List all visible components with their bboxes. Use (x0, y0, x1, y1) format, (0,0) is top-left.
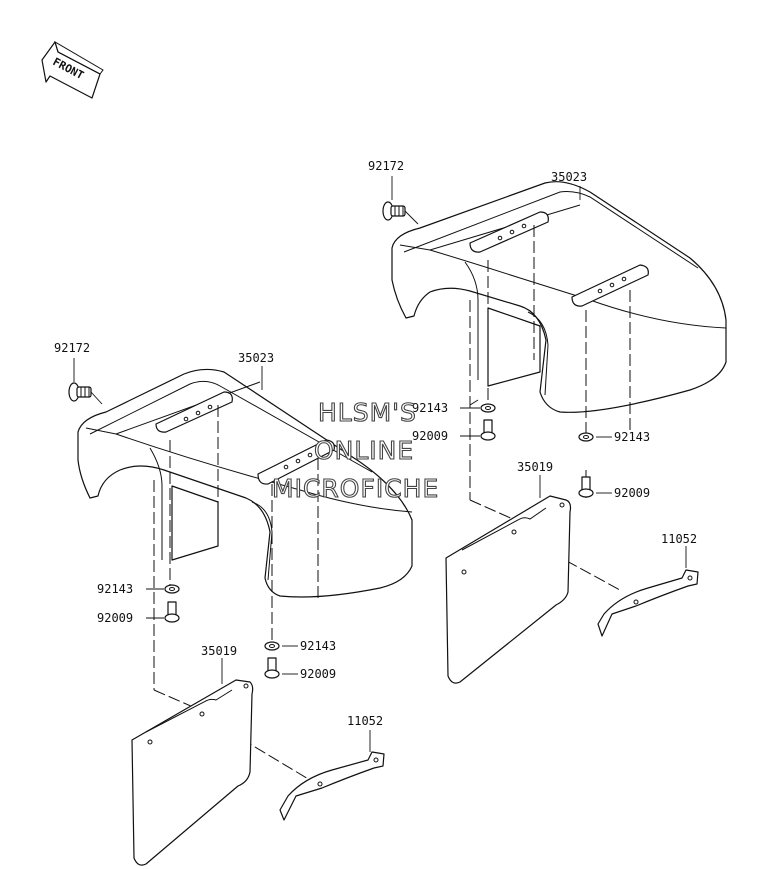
watermark-line-1: HLSM'S (318, 398, 417, 427)
label-left-bolt: 92172 (54, 341, 90, 355)
label-right-washer-upper: 92143 (412, 401, 448, 415)
right-screw-92009-upper[interactable] (480, 419, 496, 441)
label-right-mud-flap: 35019 (517, 460, 553, 474)
label-left-screw-upper: 92009 (97, 611, 133, 625)
label-left-washer-upper: 92143 (97, 582, 133, 596)
right-washer-92143-upper[interactable] (480, 403, 496, 413)
watermark-line-2: ONLINE (314, 436, 414, 465)
watermark-line-3: MICROFICHE (272, 474, 439, 503)
label-left-washer-lower: 92143 (300, 639, 336, 653)
left-fender-assembly (68, 358, 413, 866)
left-washer-92143-upper[interactable] (164, 584, 180, 594)
left-fender[interactable] (77, 368, 413, 598)
left-bolt-92172[interactable] (68, 382, 103, 405)
right-washer-92143-lower[interactable] (578, 432, 594, 442)
label-left-mud-flap: 35019 (201, 644, 237, 658)
label-right-screw-upper: 92009 (412, 429, 448, 443)
label-right-screw-lower: 92009 (614, 486, 650, 500)
right-bracket[interactable] (597, 569, 699, 637)
left-bracket[interactable] (279, 751, 385, 821)
left-screw-92009-upper[interactable] (164, 601, 180, 623)
right-fender-assembly (382, 176, 727, 684)
right-mud-flap[interactable] (445, 495, 572, 684)
label-right-bolt: 92172 (368, 159, 404, 173)
left-screw-92009-lower[interactable] (264, 657, 280, 679)
watermark: HLSM'S ONLINE MICROFICHE (271, 397, 439, 503)
left-mud-flap[interactable] (131, 679, 254, 866)
left-washer-92143-lower[interactable] (264, 641, 280, 651)
label-right-washer-lower: 92143 (614, 430, 650, 444)
label-right-bracket: 11052 (661, 532, 697, 546)
label-right-fender: 35023 (551, 170, 587, 184)
front-arrow-icon: FRONT (41, 40, 104, 99)
right-fender[interactable] (391, 181, 727, 413)
right-bolt-92172[interactable] (382, 201, 419, 225)
label-left-bracket: 11052 (347, 714, 383, 728)
label-left-fender: 35023 (238, 351, 274, 365)
right-screw-92009-lower[interactable] (578, 476, 594, 498)
label-left-screw-lower: 92009 (300, 667, 336, 681)
